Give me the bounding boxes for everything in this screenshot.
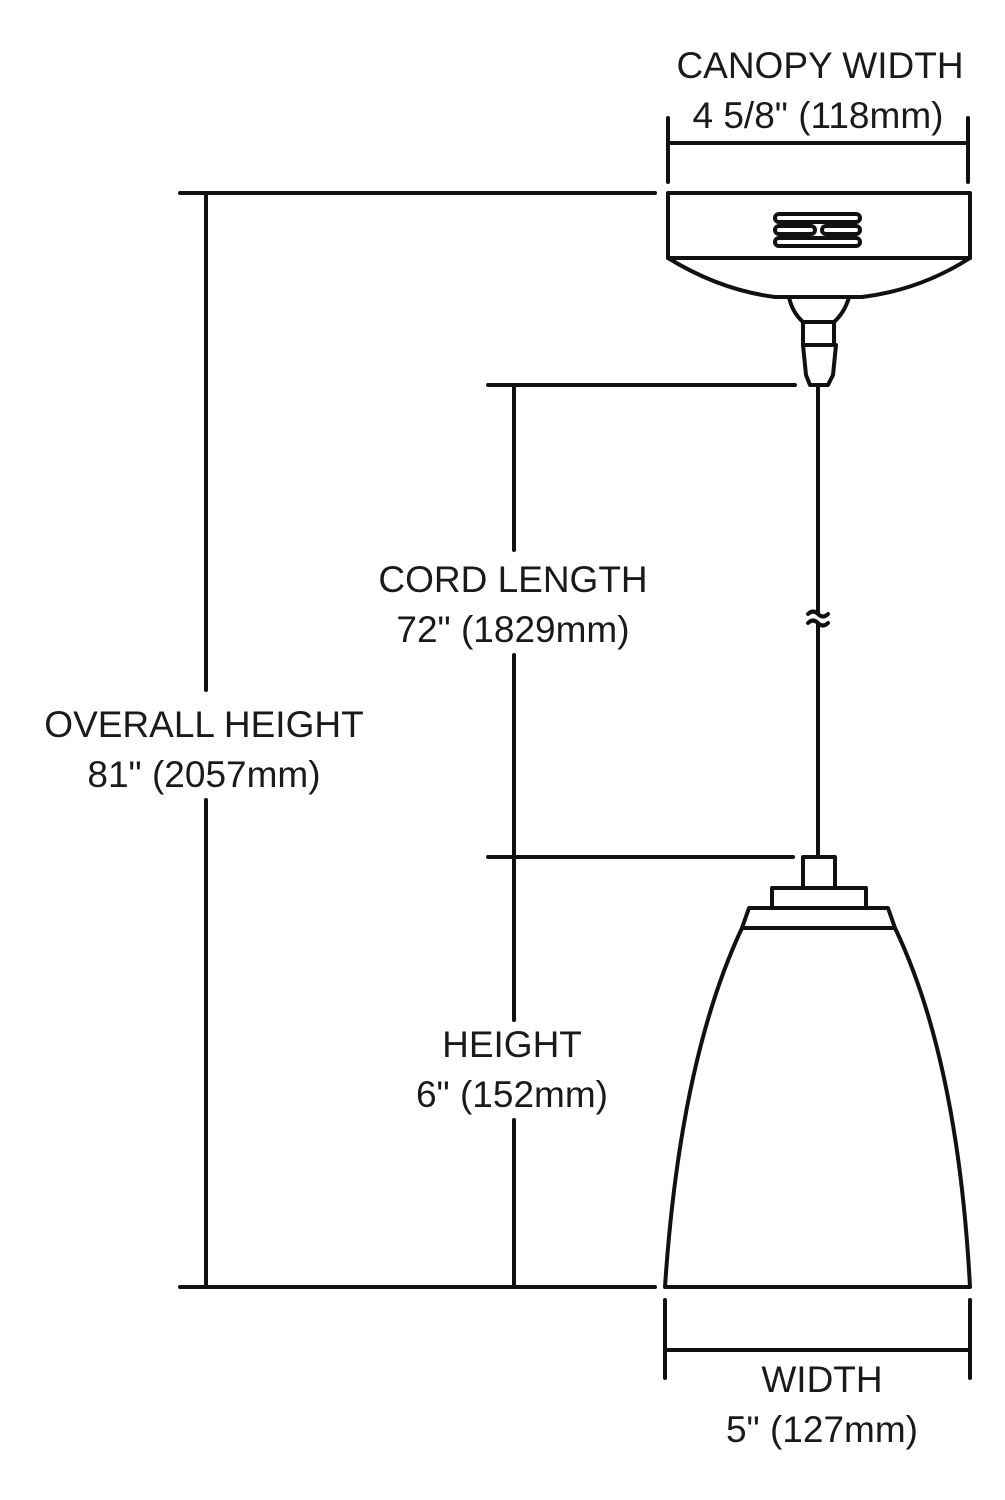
canopy-width-value: 4 5/8" (118mm) bbox=[693, 95, 944, 136]
cord-length-value: 72" (1829mm) bbox=[396, 609, 629, 650]
shade bbox=[663, 855, 972, 1289]
width-label: WIDTH bbox=[761, 1359, 882, 1400]
cord-length-dimension: CORD LENGTH 72" (1829mm) HEIGHT 6" (152m… bbox=[378, 383, 797, 1289]
canopy bbox=[666, 191, 972, 387]
height-value: 6" (152mm) bbox=[416, 1074, 608, 1115]
overall-height-dimension: OVERALL HEIGHT 81" (2057mm) bbox=[44, 191, 657, 1289]
canopy-width-dimension: CANOPY WIDTH 4 5/8" (118mm) bbox=[666, 45, 970, 184]
overall-height-label: OVERALL HEIGHT bbox=[44, 704, 363, 745]
cord-length-label: CORD LENGTH bbox=[378, 559, 647, 600]
width-dimension: WIDTH 5" (127mm) bbox=[663, 1298, 972, 1450]
canopy-width-label: CANOPY WIDTH bbox=[676, 45, 963, 86]
canopy-vent-icon bbox=[773, 212, 862, 248]
overall-height-value: 81" (2057mm) bbox=[87, 754, 320, 795]
width-value: 5" (127mm) bbox=[726, 1409, 918, 1450]
cord bbox=[806, 383, 830, 859]
height-label: HEIGHT bbox=[442, 1024, 582, 1065]
